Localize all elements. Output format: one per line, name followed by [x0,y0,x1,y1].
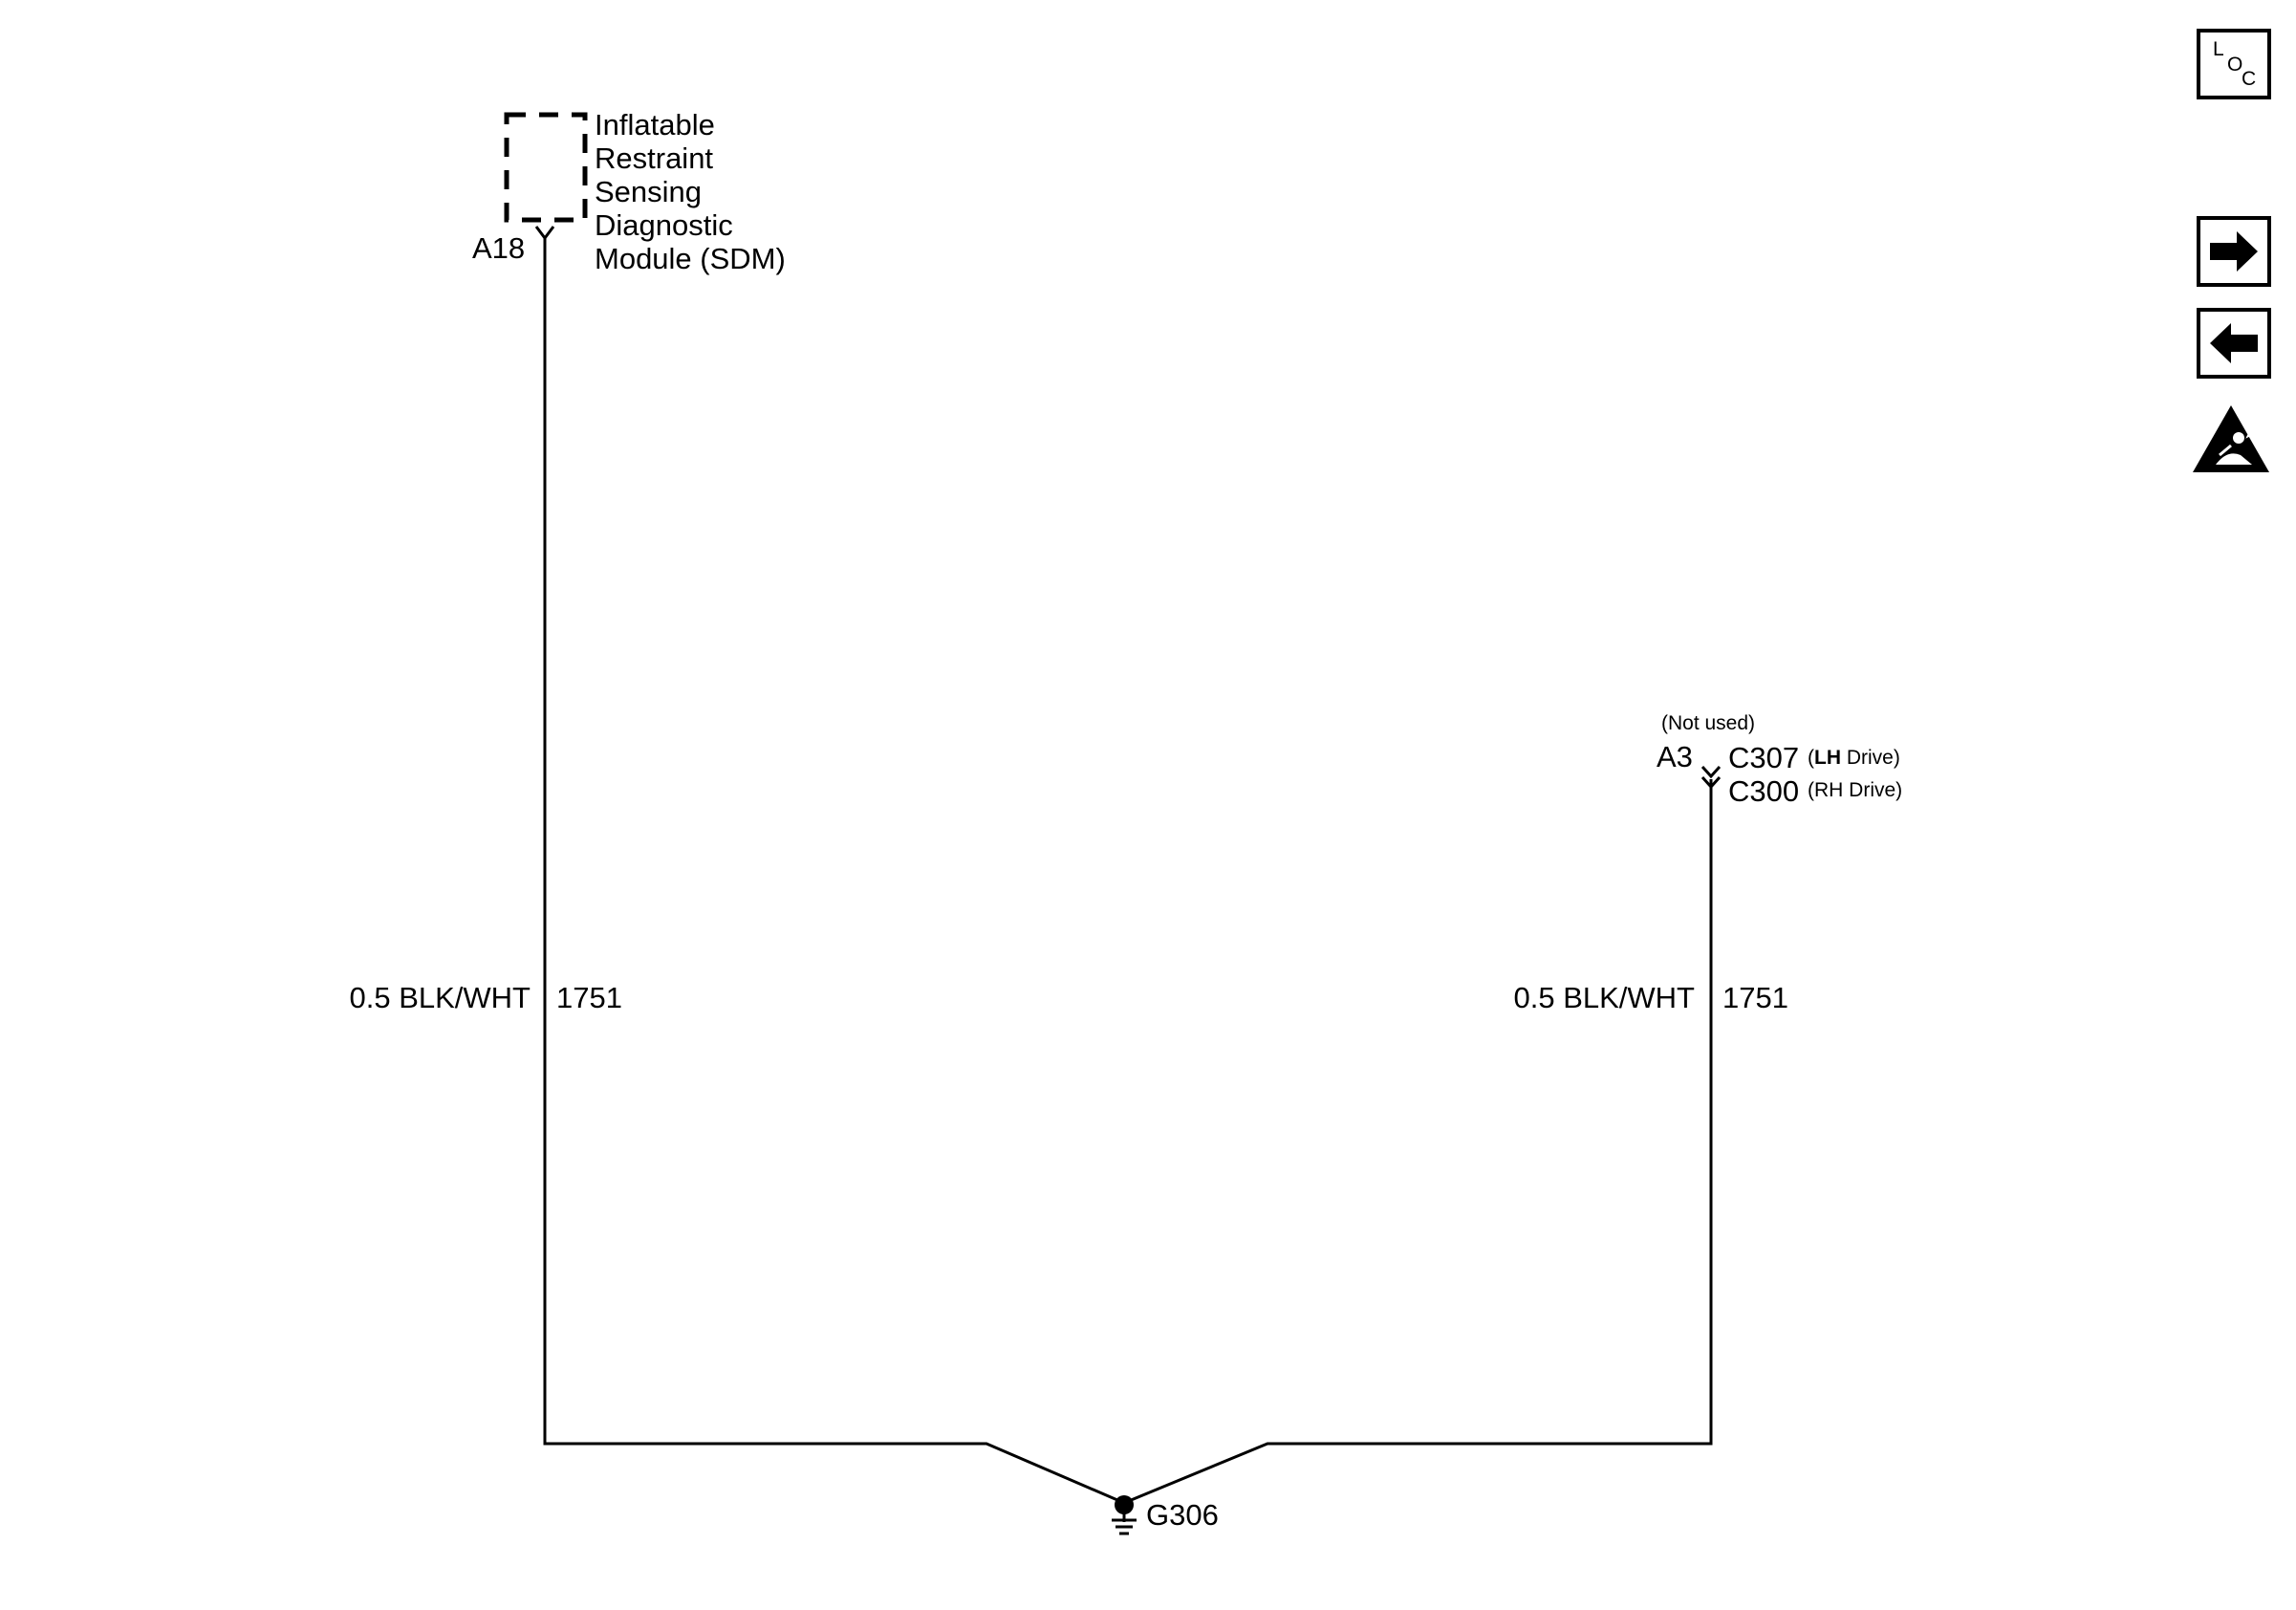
loc-letter-l: L [2213,38,2224,60]
connector-pin-label: A3 [1657,740,1693,773]
right-wire-spec: 0.5 BLK/WHT [1514,981,1696,1014]
wire-path[interactable] [543,238,1713,1505]
loc-icon[interactable]: L O C [2197,29,2271,99]
ground-label: G306 [1146,1498,1219,1532]
sdm-pin-label: A18 [472,231,525,265]
sdm-label-line-5: Module (SDM) [595,242,786,275]
loc-letter-c: C [2242,68,2256,90]
sdm-module-label: Inflatable Restraint Sensing Diagnostic … [595,108,786,275]
sdm-label-line-1: Inflatable [595,108,715,141]
left-wire-spec: 0.5 BLK/WHT [350,981,531,1014]
right-wire-circuit: 1751 [1722,981,1788,1014]
sdm-label-line-2: Restraint [595,141,713,175]
sdm-label-line-3: Sensing [595,175,702,208]
sdm-label-line-4: Diagnostic [595,208,733,242]
connector-c307-id: C307 [1728,741,1799,774]
connector-c300-id: C300 [1728,774,1799,808]
arrow-left-icon[interactable] [2197,308,2271,379]
arrow-right-icon[interactable] [2197,216,2271,287]
connector-c300-qualifier: (RH Drive) [1808,779,1902,801]
connector-note: (Not used) [1661,712,1755,734]
inline-connector-icon [1700,765,1722,790]
connector-c307-qualifier-rest: Drive) [1847,747,1900,769]
sdm-terminal-icon [534,226,555,241]
loc-letter-o: O [2227,54,2242,76]
connector-c307-qualifier: (LH Drive) [1808,747,1900,769]
sdm-module-box[interactable] [504,112,588,223]
connector-c307-qualifier-bold: LH [1814,747,1841,769]
esd-warning-icon[interactable] [2193,405,2269,472]
left-wire-circuit: 1751 [556,981,622,1014]
ground-symbol-icon [1112,1495,1137,1535]
